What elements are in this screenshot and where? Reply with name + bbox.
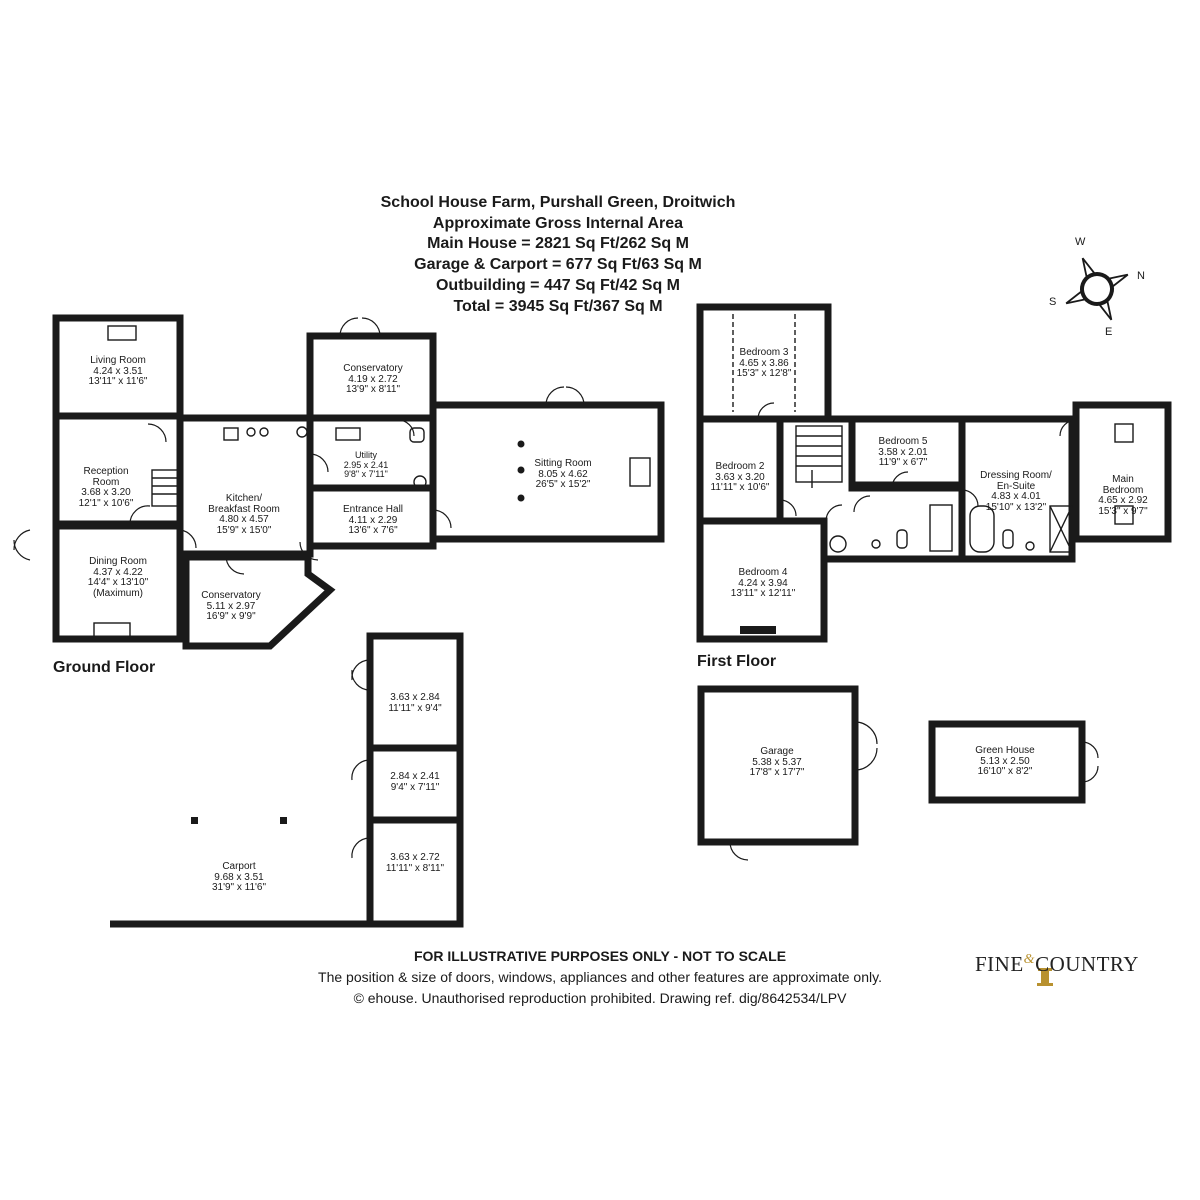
main-bedroom-walls bbox=[1072, 401, 1172, 543]
compass-s: S bbox=[1049, 296, 1057, 308]
disclaimer-copyright: © ehouse. Unauthorised reproduction proh… bbox=[353, 990, 847, 1006]
dining-room-walls bbox=[52, 522, 184, 643]
main-house-area: Main House = 2821 Sq Ft/262 Sq M bbox=[427, 235, 689, 252]
garage-area: Garage & Carport = 677 Sq Ft/63 Sq M bbox=[414, 256, 702, 273]
sitting-room-walls bbox=[429, 401, 665, 543]
bedroom-4-walls bbox=[696, 517, 828, 643]
disclaimer-body: The position & size of doors, windows, a… bbox=[318, 969, 882, 985]
area-title: Approximate Gross Internal Area bbox=[432, 215, 684, 232]
compass-w: W bbox=[1075, 236, 1086, 248]
first-floor-label: First Floor bbox=[697, 653, 777, 670]
landing-walls bbox=[780, 415, 966, 492]
ground-floor-label: Ground Floor bbox=[53, 659, 156, 676]
outbuilding-3-walls bbox=[366, 816, 464, 928]
compass-n: N bbox=[1137, 270, 1145, 282]
address-title: School House Farm, Purshall Green, Droit… bbox=[380, 194, 736, 211]
garage-walls bbox=[697, 685, 859, 846]
compass-e: E bbox=[1105, 326, 1113, 338]
fine-country-logo: FINE&COUNTRY bbox=[975, 952, 1139, 976]
brand-pillar-icon bbox=[1037, 968, 1053, 986]
compass-icon bbox=[1065, 257, 1129, 321]
disclaimer-title: FOR ILLUSTRATIVE PURPOSES ONLY - NOT TO … bbox=[413, 948, 787, 964]
bathroom-walls bbox=[820, 521, 1072, 563]
green-house-walls bbox=[928, 720, 1086, 804]
total-area: Total = 3945 Sq Ft/367 Sq M bbox=[453, 298, 663, 315]
outbuilding-area: Outbuilding = 447 Sq Ft/42 Sq M bbox=[435, 277, 681, 294]
